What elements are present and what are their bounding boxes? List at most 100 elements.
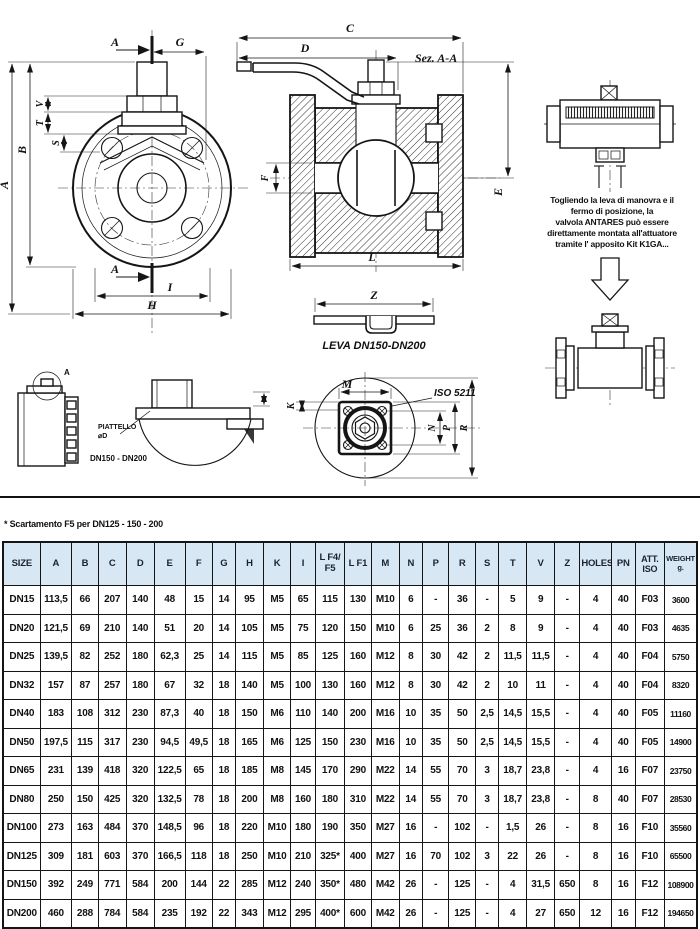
value-cell: 320 [125,784,155,814]
value-cell: M22 [370,784,400,814]
value-cell: 105 [234,613,264,643]
value-cell: M6 [262,699,292,729]
value-cell: 125 [314,642,346,672]
value-cell: 35 [421,699,450,729]
value-cell: 144 [184,870,213,900]
value-cell: M5 [262,670,292,700]
value-cell: M5 [262,642,292,672]
value-cell: 25 [184,642,213,672]
value-cell: 350 [344,813,372,843]
dim-label-z: Z [369,288,378,302]
value-cell: 192 [184,898,213,929]
column-header: WEIGHT g. [664,541,698,586]
bolt-holes [100,136,204,240]
value-cell: 771 [97,870,127,900]
value-cell: 18 [211,756,236,786]
column-header: T [498,541,528,586]
size-cell: DN200 [2,898,41,929]
size-cell: DN20 [2,613,41,643]
value-cell: 100 [290,670,316,700]
value-cell: 250 [234,841,264,871]
value-cell: 18 [211,813,236,843]
value-cell: 140 [125,613,155,643]
value-cell: 4 [579,727,612,757]
value-cell: 8 [498,613,528,643]
value-cell: 14900 [664,727,698,757]
value-cell: F12 [634,870,666,900]
value-cell: 31,5 [526,870,556,900]
value-cell: - [421,813,450,843]
size-cell: DN15 [2,585,41,615]
value-cell: - [554,585,581,615]
value-cell: 603 [97,841,127,871]
value-cell: 180 [125,642,155,672]
value-cell: 55 [421,756,450,786]
value-cell: 10 [498,670,528,700]
value-cell: 480 [344,870,372,900]
value-cell: 8 [579,841,612,871]
value-cell: - [554,756,581,786]
value-cell: 30 [421,670,450,700]
value-cell: 295 [290,898,316,929]
value-cell: F03 [634,613,666,643]
value-cell: 40 [610,784,636,814]
value-cell: - [475,898,500,929]
value-cell: 18 [211,670,236,700]
value-cell: 312 [97,699,127,729]
value-cell: 4635 [664,613,698,643]
value-cell: 150 [344,613,372,643]
value-cell: 16 [610,870,636,900]
value-cell: 14 [211,613,236,643]
iso-standard-label: ISO 5211 [434,388,476,399]
value-cell: 4 [579,670,612,700]
value-cell: 28530 [664,784,698,814]
dim-label-d: D [300,41,310,55]
value-cell: - [554,642,581,672]
value-cell: 110 [290,699,316,729]
value-cell: 55 [421,784,450,814]
dim-label-p: P [442,424,453,431]
section-title: Sez. A-A [415,51,457,65]
value-cell: 130 [344,585,372,615]
separator-line [0,496,700,498]
value-cell: 14 [398,784,423,814]
value-cell: 51 [153,613,186,643]
value-cell: 4 [579,699,612,729]
value-cell: 125 [448,870,477,900]
column-header: ATT. ISO [634,541,666,586]
value-cell: 108 [71,699,99,729]
value-cell: M12 [262,898,292,929]
column-header: L F4/ F5 [314,541,346,586]
lever-caption: LEVA DN150-DN200 [322,340,426,352]
value-cell: 160 [344,670,372,700]
value-cell: 180 [290,813,316,843]
value-cell: 163 [71,813,99,843]
value-cell: 650 [554,870,581,900]
column-header: A [39,541,73,586]
value-cell: 4 [579,642,612,672]
value-cell: 42 [448,670,477,700]
value-cell: 325* [314,841,346,871]
value-cell: 6 [398,585,423,615]
value-cell: 4 [579,585,612,615]
note-line: tramite l' apposito Kit K1GA... [555,239,668,249]
column-header: K [262,541,292,586]
value-cell: 288 [71,898,99,929]
section-label-top: A [110,35,119,49]
value-cell: 26 [526,813,556,843]
stem-assembly [117,61,187,135]
value-cell: 66 [71,585,99,615]
piattello-label: PIATTELLO [98,424,137,431]
value-cell: 240 [290,870,316,900]
value-cell: M16 [370,727,400,757]
value-cell: 65 [290,585,316,615]
dim-label-k: K [286,401,297,410]
value-cell: 15 [184,585,213,615]
value-cell: 170 [314,756,346,786]
